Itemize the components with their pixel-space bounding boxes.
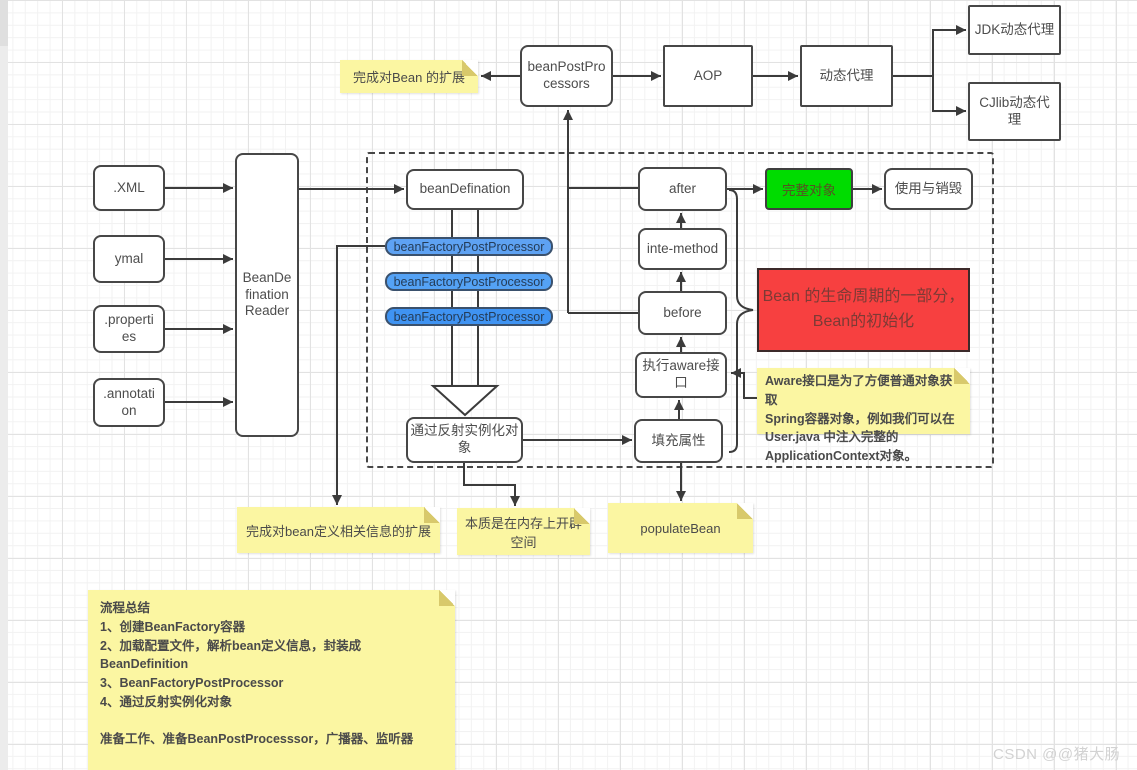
note-populatebean[interactable]: populateBean [608,503,753,553]
node-jdk-proxy[interactable]: JDK动态代理 [968,5,1061,55]
node-beanpostprocessors-label: beanPostPro cessors [527,59,606,91]
node-cjlib-proxy[interactable]: CJlib动态代 理 [968,82,1061,141]
csdn-watermark-label: CSDN @@猪大肠 [993,746,1121,763]
node-ymal-label: ymal [114,250,144,266]
node-use-and-destroy[interactable]: 使用与销毁 [884,168,973,210]
note-fold [439,590,455,606]
canvas-edge-strip [0,0,8,770]
note-bean-extension-label: 完成对Bean 的扩展 [353,70,465,85]
node-xml[interactable]: .XML [93,165,165,211]
node-before[interactable]: before [638,291,727,335]
node-complete-object[interactable]: 完整对象 [765,168,853,210]
node-populate-property[interactable]: 填充属性 [634,419,723,463]
node-cjlib-proxy-label: CJlib动态代 理 [979,94,1050,127]
node-beandefination-reader[interactable]: BeanDe fination Reader [235,153,299,437]
node-before-label: before [663,304,702,320]
node-after-label: after [668,180,696,196]
node-inte-method[interactable]: inte-method [638,228,727,270]
note-bean-extension[interactable]: 完成对Bean 的扩展 [340,60,478,93]
canvas-edge-strip-top [0,0,8,46]
note-memory-space[interactable]: 本质是在内存上开辟 空间 [457,508,590,555]
node-beanpostprocessors[interactable]: beanPostPro cessors [520,45,613,107]
node-beanfactorypostprocessor-3[interactable]: beanFactoryPostProcessor [385,307,553,326]
arrow-instantiate-to-memory-note [463,463,520,506]
node-populate-label: 填充属性 [651,432,706,448]
node-instantiate-by-reflection[interactable]: 通过反射实例化对 象 [406,417,523,463]
node-jdk-proxy-label: JDK动态代理 [974,21,1055,37]
bfpp3-label: beanFactoryPostProcessor [393,309,545,324]
node-aware-interface[interactable]: 执行aware接 口 [635,352,727,398]
note-fold [424,507,440,523]
node-properties-label: .properti es [104,312,154,344]
node-ymal[interactable]: ymal [93,235,165,283]
note-memory-space-label: 本质是在内存上开辟 空间 [464,515,582,550]
note-process-summary-label: 流程总结 1、创建BeanFactory容器 2、加载配置文件，解析bean定义… [100,601,414,770]
arrow-dynamicproxy-to-jdk [893,25,966,77]
bfpp2-label: beanFactoryPostProcessor [393,274,545,289]
note-populatebean-label: populateBean [640,520,721,536]
node-after[interactable]: after [638,167,727,211]
callout-lifecycle-label: Bean 的生命周期的一部分， Bean的初始化 [762,288,965,330]
note-fold [574,508,590,524]
node-aop-label: AOP [693,67,723,83]
node-complete-object-label: 完整对象 [782,183,836,198]
node-beandefination-label: beanDefination [419,181,511,197]
node-beandefination[interactable]: beanDefination [406,169,524,210]
bfpp1-label: beanFactoryPostProcessor [393,239,545,254]
note-fold [462,60,478,76]
note-fold [954,368,970,384]
node-properties[interactable]: .properti es [93,305,165,353]
note-process-summary[interactable]: 流程总结 1、创建BeanFactory容器 2、加载配置文件，解析bean定义… [88,590,455,770]
note-beandef-extension-label: 完成对bean定义相关信息的扩展 [246,523,431,539]
node-beanfactorypostprocessor-1[interactable]: beanFactoryPostProcessor [385,237,553,256]
node-aop[interactable]: AOP [663,45,753,107]
node-inte-method-label: inte-method [646,240,719,256]
note-beandef-extension[interactable]: 完成对bean定义相关信息的扩展 [237,507,440,553]
node-annotation-label: .annotati on [103,385,155,418]
note-aware-label: Aware接口是为了方便普通对象获取 Spring容器对象，例如我们可以在 Us… [765,374,955,463]
callout-lifecycle[interactable]: Bean 的生命周期的一部分， Bean的初始化 [757,268,970,352]
note-fold [737,503,753,519]
node-xml-label: .XML [113,179,145,195]
node-aware-label: 执行aware接 口 [642,358,720,390]
node-annotation[interactable]: .annotati on [93,378,165,427]
node-use-and-destroy-label: 使用与销毁 [894,180,963,196]
note-aware[interactable]: Aware接口是为了方便普通对象获取 Spring容器对象，例如我们可以在 Us… [757,368,970,463]
node-dynamic-proxy[interactable]: 动态代理 [800,45,893,107]
csdn-watermark: CSDN @@猪大肠 [993,743,1120,764]
node-instantiate-label: 通过反射实例化对 象 [410,423,519,455]
arrow-dynamicproxy-to-cjlib [932,76,966,116]
node-dynamic-proxy-label: 动态代理 [819,67,874,83]
node-beanfactorypostprocessor-2[interactable]: beanFactoryPostProcessor [385,272,553,291]
node-beandefination-reader-label: BeanDe fination Reader [242,269,292,319]
